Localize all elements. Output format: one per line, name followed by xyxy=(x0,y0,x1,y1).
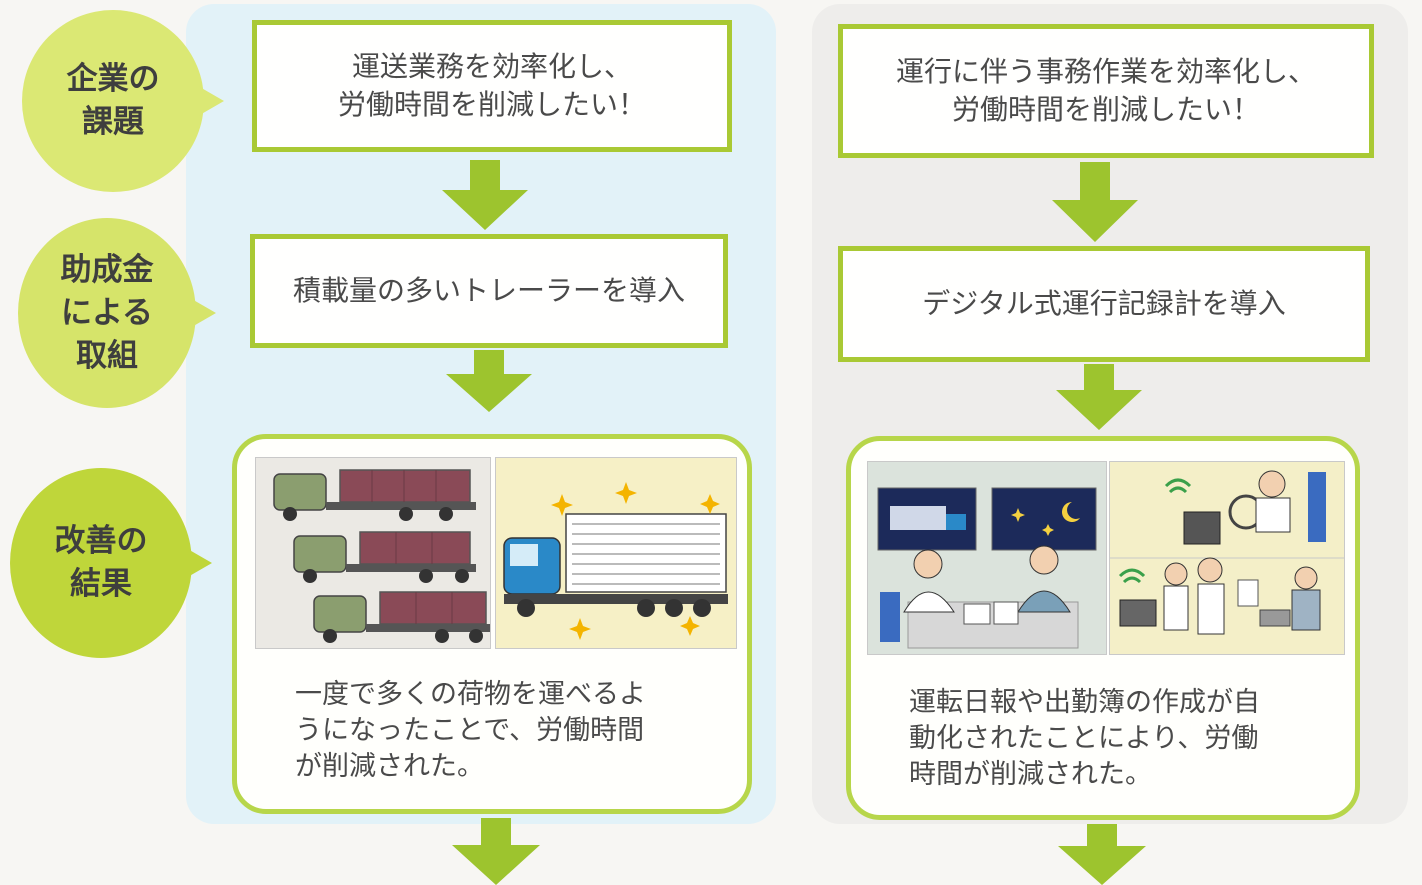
left-action-box: 積載量の多いトレーラーを導入 xyxy=(250,234,728,348)
arrow-down-icon xyxy=(1056,364,1142,430)
left-issue-box: 運送業務を効率化し、 労働時間を削減したい！ xyxy=(252,20,732,152)
label-result-text: 改善の 結果 xyxy=(54,523,148,602)
bubble-pointer xyxy=(190,298,216,328)
left-result-text: 一度で多くの荷物を運べるよ うになったことで、労働時間 が削減された。 xyxy=(295,679,646,782)
arrow-down-icon xyxy=(1058,824,1146,885)
label-bubble-issue: 企業の 課題 xyxy=(22,10,224,192)
trailer-illustration xyxy=(495,457,737,649)
right-action-box: デジタル式運行記録計を導入 xyxy=(838,246,1370,362)
digital-recorder-illustration xyxy=(1109,461,1345,655)
bubble-pointer xyxy=(186,548,212,578)
office-illustration xyxy=(867,461,1107,655)
arrow-down-icon xyxy=(1052,162,1138,242)
right-result-box: 運転日報や出勤簿の作成が自 動化されたことにより、労働 時間が削減された。 xyxy=(846,436,1360,820)
arrow-down-icon xyxy=(442,160,528,230)
arrow-down-icon xyxy=(446,350,532,412)
label-action-text: 助成金 による 取組 xyxy=(60,251,154,374)
label-issue-text: 企業の 課題 xyxy=(66,61,160,140)
right-issue-box: 運行に伴う事務作業を効率化し、 労働時間を削減したい！ xyxy=(838,24,1374,158)
truck-illustration xyxy=(255,457,491,649)
bubble-pointer xyxy=(198,86,224,116)
arrow-down-icon xyxy=(452,818,540,885)
label-bubble-result: 改善の 結果 xyxy=(10,468,212,658)
truck-row xyxy=(273,469,476,521)
left-result-box: 一度で多くの荷物を運べるよ うになったことで、労働時間 が削減された。 xyxy=(232,434,752,814)
label-bubble-action: 助成金 による 取組 xyxy=(18,218,216,408)
right-result-text: 運転日報や出勤簿の作成が自 動化されたことにより、労働 時間が削減された。 xyxy=(909,687,1260,790)
